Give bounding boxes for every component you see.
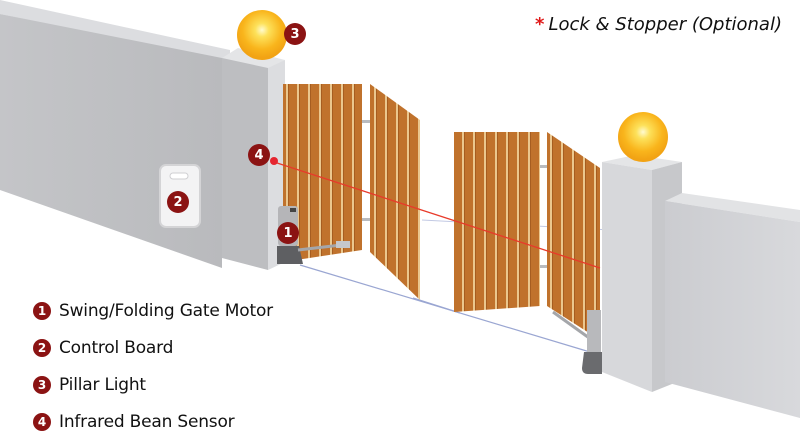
- callout-pillar-light: 3: [284, 23, 306, 45]
- right-pillar-light: [618, 112, 668, 162]
- left-pillar: [222, 48, 285, 270]
- legend-item: 1 Swing/Folding Gate Motor: [33, 292, 273, 329]
- asterisk-icon: *: [535, 14, 545, 35]
- right-gate-motor: [552, 310, 602, 374]
- left-gate-leaf-2: [370, 84, 420, 300]
- legend-label: Control Board: [59, 337, 174, 358]
- legend-label: Swing/Folding Gate Motor: [59, 300, 273, 321]
- legend-number-badge: 3: [33, 375, 51, 394]
- legend-number-badge: 2: [33, 338, 51, 357]
- legend: 1 Swing/Folding Gate Motor 2 Control Boa…: [33, 292, 273, 440]
- legend-label: Infrared Bean Sensor: [59, 411, 235, 432]
- legend-item: 3 Pillar Light: [33, 366, 273, 403]
- callout-control-board: 2: [167, 191, 189, 213]
- legend-item: 2 Control Board: [33, 329, 273, 366]
- infrared-beam: [273, 161, 601, 269]
- optional-note-text: Lock & Stopper (Optional): [548, 14, 782, 35]
- legend-number-badge: 4: [33, 412, 51, 431]
- legend-item: 4 Infrared Bean Sensor: [33, 403, 273, 440]
- optional-note: *Lock & Stopper (Optional): [535, 14, 782, 35]
- right-gate-leaf-2: [547, 132, 600, 340]
- left-pillar-light: [237, 10, 287, 60]
- right-gate-leaf-1: [454, 132, 540, 312]
- left-gate-leaf-1: [283, 84, 362, 262]
- legend-number-badge: 1: [33, 301, 51, 320]
- legend-label: Pillar Light: [59, 374, 146, 395]
- right-wall: [665, 193, 800, 418]
- callout-motor: 1: [277, 222, 299, 244]
- infrared-sensor-icon: [270, 157, 278, 165]
- callout-sensor: 4: [248, 144, 270, 166]
